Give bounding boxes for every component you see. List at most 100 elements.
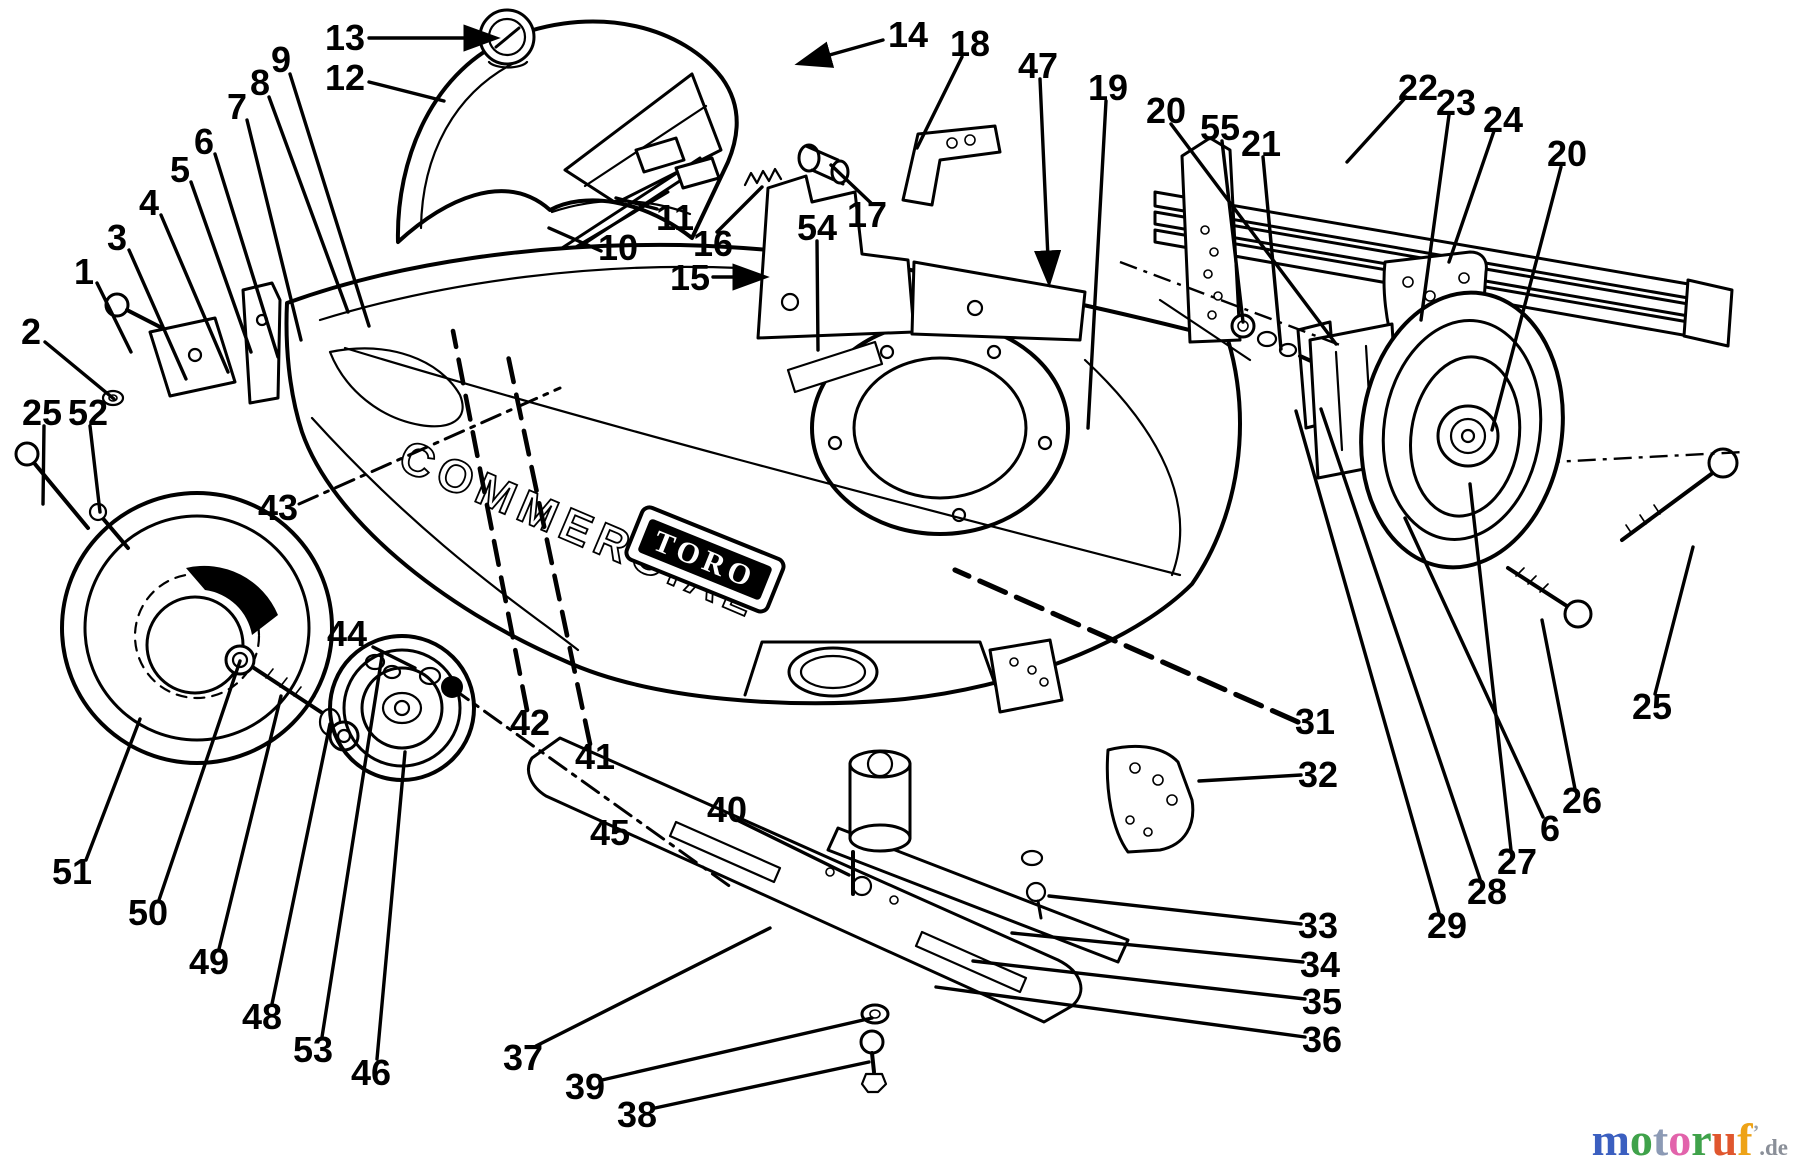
part-callout-36: 36 <box>1302 1019 1342 1060</box>
leader-line-25 <box>41 424 46 506</box>
leader-line-24 <box>1447 129 1496 264</box>
part-callout-20: 20 <box>1547 133 1587 174</box>
leader-line-38 <box>653 1060 871 1110</box>
part-callout-38: 38 <box>617 1094 657 1135</box>
watermark-letter: o <box>1629 1114 1653 1165</box>
leader-line-51 <box>84 717 142 862</box>
leader-line-4 <box>159 213 230 374</box>
part-callout-10: 10 <box>598 227 638 268</box>
leader-line-17 <box>829 163 873 205</box>
leader-line-1 <box>95 281 133 354</box>
leader-line-23 <box>1419 113 1451 322</box>
part-callout-27: 27 <box>1497 841 1537 882</box>
leader-line-8 <box>267 95 350 314</box>
part-callout-4: 4 <box>139 182 159 223</box>
part-callout-6: 6 <box>1540 808 1560 849</box>
leader-line-28 <box>1319 407 1482 881</box>
leader-line-10 <box>547 226 603 253</box>
watermark-motoruf: motoruf’.de <box>1592 1117 1788 1163</box>
part-callout-17: 17 <box>847 194 887 235</box>
part-callout-24: 24 <box>1483 99 1523 140</box>
leader-line-42 <box>450 328 530 713</box>
leader-line-39 <box>600 1016 874 1082</box>
leader-line-55 <box>1220 139 1245 324</box>
part-callout-19: 19 <box>1088 67 1128 108</box>
part-callout-34: 34 <box>1300 944 1340 985</box>
leader-line-33 <box>1047 894 1303 926</box>
leader-line-54 <box>815 239 820 352</box>
part-callout-54: 54 <box>797 207 837 248</box>
part-callout-16: 16 <box>693 223 733 264</box>
part-callout-37: 37 <box>503 1037 543 1078</box>
part-callout-51: 51 <box>52 851 92 892</box>
part-callout-55: 55 <box>1200 107 1240 148</box>
leader-line-14 <box>794 38 885 68</box>
part-callout-49: 49 <box>189 941 229 982</box>
part-callout-43: 43 <box>258 487 298 528</box>
part-callout-29: 29 <box>1427 905 1467 946</box>
part-callout-45: 45 <box>590 812 630 853</box>
part-callout-3: 3 <box>107 217 127 258</box>
leader-line-53 <box>320 654 384 1039</box>
part-callout-25: 25 <box>1632 686 1672 727</box>
leader-line-26 <box>1540 618 1577 791</box>
leader-line-45 <box>450 686 737 892</box>
part-callout-23: 23 <box>1436 82 1476 123</box>
leader-line-20 <box>1169 122 1338 346</box>
watermark-letter: m <box>1591 1114 1630 1165</box>
leader-line-48 <box>270 722 332 1006</box>
part-callout-32: 32 <box>1298 754 1338 795</box>
leader-line-21 <box>1261 155 1283 351</box>
leader-line-27 <box>1468 482 1513 852</box>
leader-line-41 <box>503 343 593 747</box>
watermark-letter: r <box>1691 1114 1712 1165</box>
part-callout-53: 53 <box>293 1029 333 1070</box>
leader-line-31 <box>952 567 1301 725</box>
leader-line-49 <box>217 694 283 951</box>
leader-line-5 <box>189 180 253 354</box>
leader-line-16 <box>715 185 764 234</box>
part-callout-2: 2 <box>21 311 41 352</box>
leader-line-34 <box>1010 931 1305 964</box>
part-callout-47: 47 <box>1018 45 1058 86</box>
part-callout-35: 35 <box>1302 981 1342 1022</box>
part-callout-21: 21 <box>1241 123 1281 164</box>
leader-line-19 <box>1086 99 1108 430</box>
leader-line-25 <box>1653 545 1695 696</box>
leader-line-9 <box>288 72 371 328</box>
watermark-letter: f <box>1737 1114 1753 1165</box>
leader-line-20 <box>1490 165 1563 432</box>
leader-line-46 <box>375 750 407 1061</box>
watermark-letter: t <box>1652 1114 1669 1165</box>
part-callout-25: 25 <box>22 392 62 433</box>
leader-line-47 <box>1034 77 1062 288</box>
leader-line-11 <box>614 196 659 211</box>
left-wheel-axle-drawing <box>14 441 476 782</box>
leader-line-35 <box>971 959 1307 1001</box>
part-callout-28: 28 <box>1467 871 1507 912</box>
toro-badge: TORO <box>624 505 786 614</box>
part-callout-13: 13 <box>325 17 365 58</box>
part-callout-8: 8 <box>250 62 270 103</box>
leader-line-6 <box>213 152 280 359</box>
leader-line-22 <box>1345 95 1408 164</box>
leader-line-7 <box>245 118 303 342</box>
part-callout-14: 14 <box>888 14 928 55</box>
part-callout-31: 31 <box>1295 701 1335 742</box>
watermark-word: motoruf <box>1592 1114 1753 1165</box>
leader-lines-layer <box>41 24 1695 1110</box>
height-adjuster-right-drawing <box>1119 136 1745 629</box>
part-callout-44: 44 <box>327 613 367 654</box>
leader-line-44 <box>371 645 417 670</box>
part-callout-5: 5 <box>170 149 190 190</box>
leader-line-43 <box>297 386 562 506</box>
part-callout-48: 48 <box>242 996 282 1037</box>
leader-line-32 <box>1197 773 1303 783</box>
leader-line-29 <box>1294 409 1441 915</box>
part-callout-22: 22 <box>1398 67 1438 108</box>
part-callout-26: 26 <box>1562 780 1602 821</box>
watermark-tick: ’ <box>1752 1121 1760 1144</box>
leader-line-52 <box>88 424 102 514</box>
